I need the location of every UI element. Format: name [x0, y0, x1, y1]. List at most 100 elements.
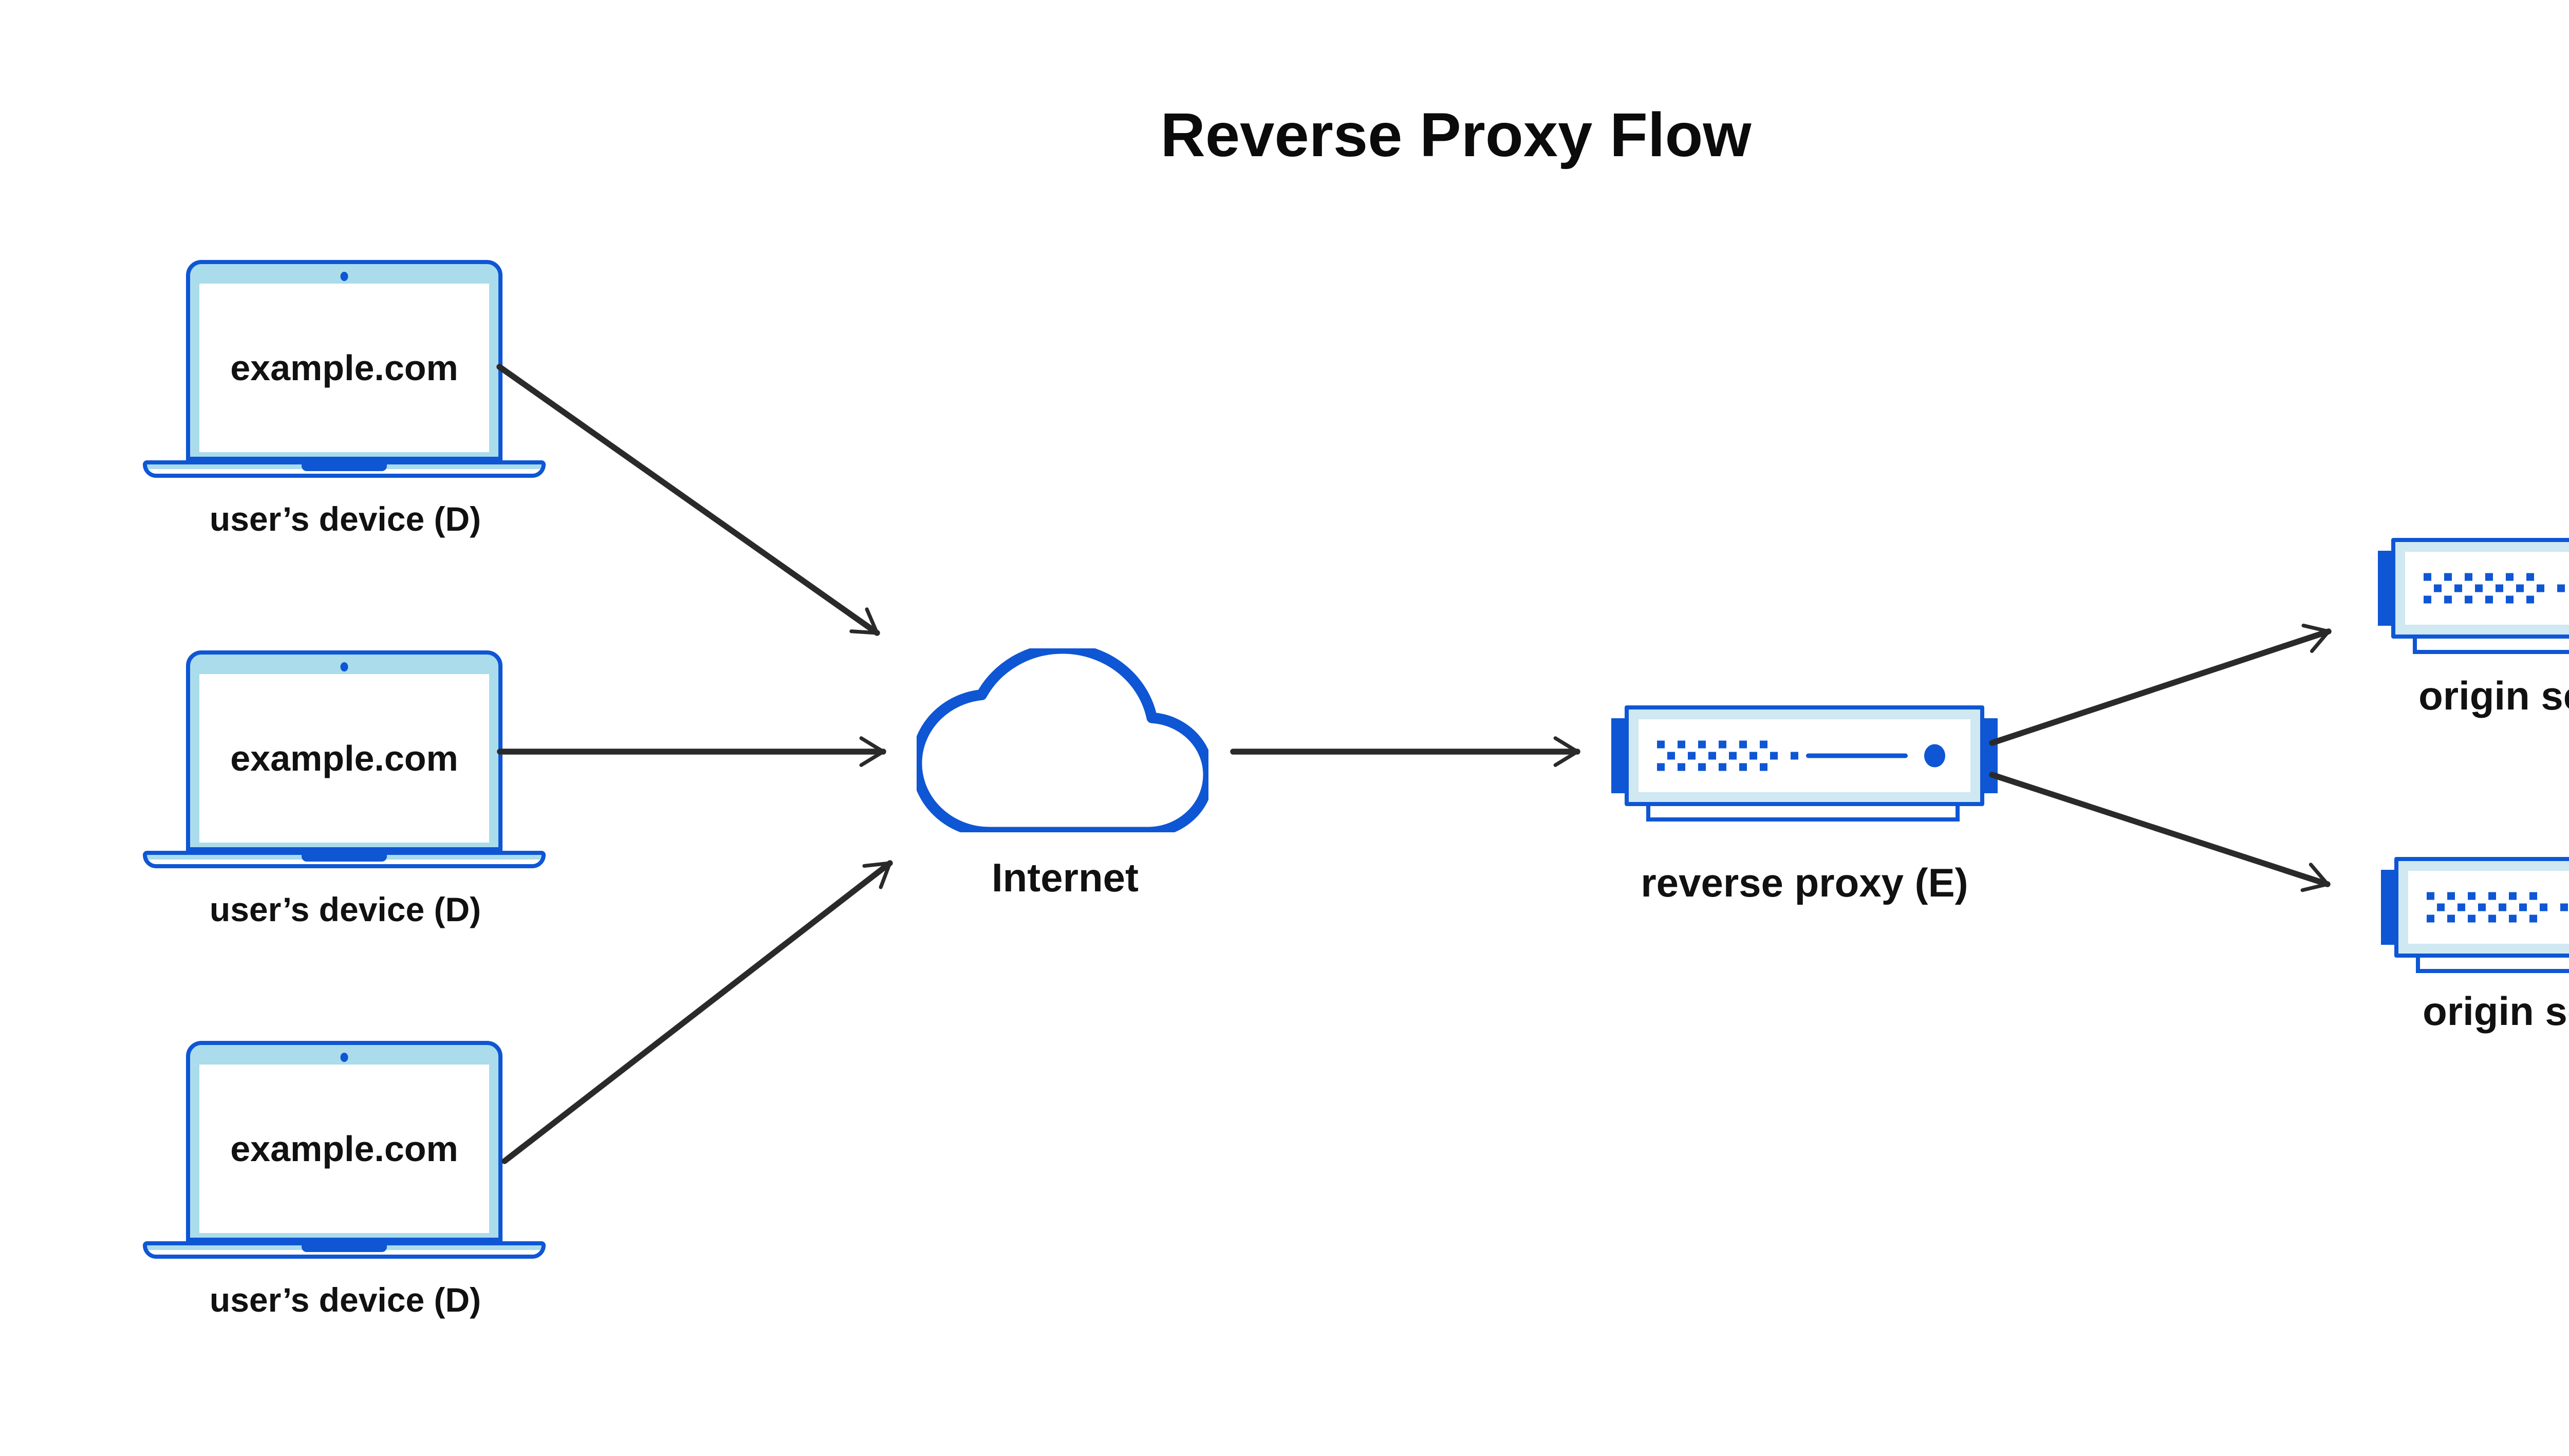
laptop-base-lip: [147, 860, 542, 864]
diagram-title: Reverse Proxy Flow: [1160, 100, 1752, 170]
server-front-panel: [2405, 552, 2569, 625]
vent-square: [2526, 573, 2534, 581]
vent-square: [2468, 914, 2475, 923]
vent-square: [1698, 763, 1706, 771]
vent-square: [2478, 903, 2486, 911]
vent-square: [2458, 903, 2465, 911]
vent-square: [2424, 573, 2431, 581]
vent-square: [2509, 914, 2517, 923]
laptop-base-lip: [147, 469, 542, 474]
server-body: [2391, 538, 2569, 639]
laptop-screen-url: example.com: [199, 284, 489, 452]
vent-row: [2437, 903, 2569, 911]
server-vent-pattern: [2427, 892, 2569, 923]
flow-arrow-device-3-to-internet: [501, 860, 893, 1164]
vent-square: [2434, 584, 2442, 592]
laptop-camera-dot: [340, 272, 348, 281]
laptop-camera-dot: [340, 662, 348, 671]
laptop-camera-dot: [340, 1053, 348, 1062]
laptop-body: example.com: [186, 1041, 502, 1242]
vent-square: [1729, 752, 1737, 760]
vent-square: [2499, 903, 2506, 911]
vent-square: [1657, 740, 1665, 749]
internet-label: Internet: [991, 855, 1139, 900]
origin-server-1: [2378, 538, 2569, 661]
vent-row: [2427, 892, 2569, 900]
vent-square: [1739, 763, 1747, 771]
vent-square: [2529, 914, 2537, 923]
vent-square: [1678, 763, 1685, 771]
vent-square: [1739, 740, 1747, 749]
vent-square: [2454, 584, 2462, 592]
vent-square: [2427, 892, 2434, 900]
cloud-outline: [917, 648, 1208, 832]
vent-square: [1688, 752, 1696, 760]
user-device-2: example.com: [143, 650, 546, 872]
vent-square: [1678, 740, 1685, 749]
vent-square: [1657, 763, 1665, 771]
vent-square: [2447, 914, 2455, 923]
user-device-2-label: user’s device (D): [209, 890, 481, 928]
laptop-base: [143, 1241, 546, 1259]
vent-square: [1760, 763, 1767, 771]
vent-square: [2447, 892, 2455, 900]
laptop-hinge-notch: [302, 855, 387, 862]
vent-square: [2427, 914, 2434, 923]
vent-square: [2485, 595, 2493, 604]
vent-row: [1667, 752, 1811, 760]
vent-square: [2465, 595, 2472, 604]
vent-square: [2519, 903, 2527, 911]
vent-square: [1719, 740, 1726, 749]
vent-square: [2509, 892, 2517, 900]
vent-square: [2516, 584, 2524, 592]
vent-square: [1708, 752, 1716, 760]
origin-server-2: [2381, 857, 2569, 980]
user-device-3-label: user’s device (D): [209, 1281, 481, 1319]
user-device-1-label: user’s device (D): [209, 500, 481, 538]
vent-square: [2485, 573, 2493, 581]
vent-square: [1760, 740, 1767, 749]
vent-square: [2506, 573, 2514, 581]
laptop-screen-url: example.com: [199, 674, 489, 843]
server-vent-pattern: [1657, 740, 1811, 771]
user-device-3: example.com: [143, 1041, 546, 1263]
vent-row: [2424, 573, 2569, 581]
origin-server-1-label: origin server (F): [2418, 673, 2569, 718]
vent-square: [1698, 740, 1706, 749]
vent-square: [1667, 752, 1675, 760]
server-slot-line: [1806, 753, 1908, 758]
flow-arrow-device-1-to-internet: [496, 364, 880, 636]
laptop-body: example.com: [186, 260, 502, 461]
vent-square: [2496, 584, 2503, 592]
vent-square: [2475, 584, 2483, 592]
internet-cloud-icon: [917, 648, 1208, 832]
vent-row: [2434, 584, 2569, 592]
vent-square: [1770, 752, 1778, 760]
laptop-base: [143, 851, 546, 868]
vent-square: [1719, 763, 1726, 771]
laptop-hinge-notch: [302, 464, 387, 471]
vent-square: [2537, 584, 2544, 592]
vent-square: [2444, 595, 2452, 604]
flow-arrow-reverse-proxy-to-origin-2: [1989, 772, 2331, 892]
vent-square: [2465, 573, 2472, 581]
laptop-base: [143, 460, 546, 478]
server-body: [2394, 857, 2569, 958]
vent-square: [2526, 595, 2534, 604]
laptop-screen-url: example.com: [199, 1065, 489, 1233]
flow-arrow-reverse-proxy-to-origin-1: [1989, 623, 2332, 746]
vent-square: [2529, 892, 2537, 900]
vent-row: [2427, 914, 2569, 923]
vent-row: [2424, 595, 2569, 604]
laptop-hinge-notch: [302, 1245, 387, 1252]
vent-square: [2506, 595, 2514, 604]
vent-square: [2444, 573, 2452, 581]
vent-square: [2488, 914, 2496, 923]
flow-arrows: [496, 364, 2332, 1164]
reverse-proxy-server: [1611, 705, 1998, 829]
user-device-1: example.com: [143, 260, 546, 482]
vent-square: [2557, 584, 2565, 592]
server-front-panel: [2408, 871, 2569, 944]
vent-square: [2424, 595, 2431, 604]
